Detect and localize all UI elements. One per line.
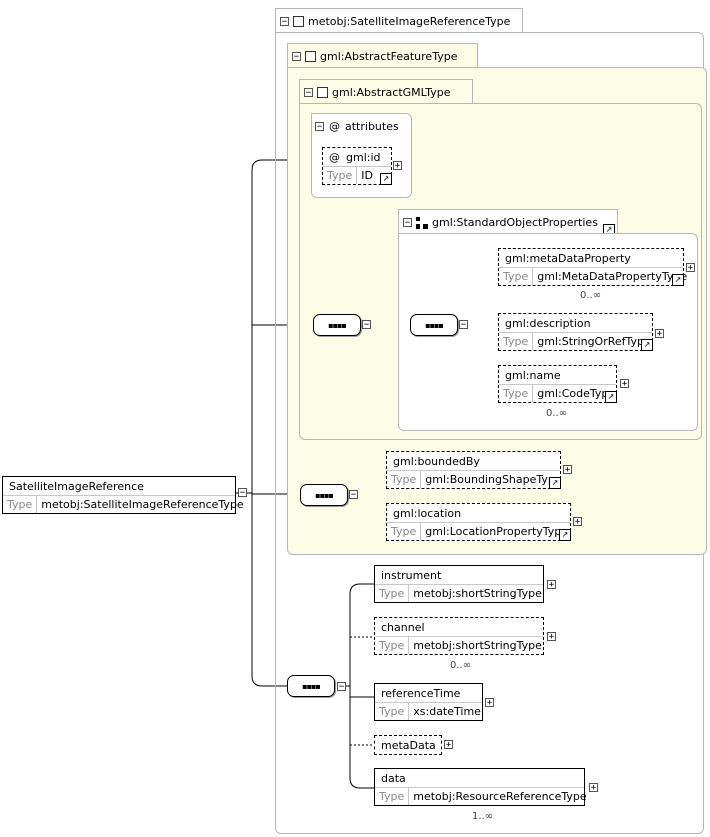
type-label: Type bbox=[323, 167, 358, 184]
expand-icon[interactable]: + bbox=[485, 698, 494, 708]
element-referencetime[interactable]: referenceTime Type xs:dateTime bbox=[374, 683, 483, 721]
complex-type-icon bbox=[317, 87, 328, 98]
cardinality: 0..∞ bbox=[546, 408, 568, 419]
element-name: referenceTime bbox=[381, 687, 461, 700]
element-metadata[interactable]: metaData bbox=[374, 735, 442, 755]
collapse-icon[interactable]: − bbox=[337, 682, 346, 692]
type-label: Type bbox=[375, 585, 410, 602]
expand-icon[interactable]: + bbox=[589, 783, 598, 793]
expand-icon[interactable]: + bbox=[563, 465, 572, 475]
type-value: xs:dateTime bbox=[413, 705, 481, 718]
expand-icon[interactable]: + bbox=[620, 379, 629, 389]
type-value: gml:BoundingShapeType bbox=[425, 473, 562, 486]
cardinality: 0..∞ bbox=[580, 290, 602, 301]
sequence-compositor[interactable]: ▪▪▪▪ bbox=[410, 314, 458, 336]
type-value: gml:MetaDataPropertyType bbox=[537, 270, 688, 283]
type-label: Type bbox=[375, 788, 410, 805]
collapse-icon[interactable]: − bbox=[315, 122, 324, 132]
collapse-icon[interactable]: − bbox=[304, 88, 313, 98]
element-name: gml:metaDataProperty bbox=[505, 252, 631, 265]
collapse-icon[interactable]: − bbox=[362, 320, 371, 330]
element-name: gml:boundedBy bbox=[393, 455, 480, 468]
cardinality: 1..∞ bbox=[472, 811, 494, 822]
at-icon: @ bbox=[329, 120, 340, 133]
type-label: Type bbox=[499, 385, 534, 402]
expand-icon[interactable]: + bbox=[444, 740, 453, 750]
at-icon: @ bbox=[329, 151, 340, 164]
element-data[interactable]: data Type metobj:ResourceReferenceType bbox=[374, 768, 587, 806]
element-name: gml:name bbox=[505, 369, 561, 382]
sequence-compositor[interactable]: ▪▪▪▪ bbox=[287, 675, 335, 697]
type-value: metobj:shortStringType bbox=[413, 587, 542, 600]
element-name: instrument bbox=[381, 569, 442, 582]
type-value: gml:CodeType bbox=[537, 387, 616, 400]
collapse-icon[interactable]: − bbox=[292, 52, 301, 62]
type-label: Type bbox=[387, 523, 422, 540]
element-metadataproperty[interactable]: gml:metaDataProperty Type gml:MetaDataPr… bbox=[498, 248, 687, 286]
type-label: Type bbox=[387, 471, 422, 488]
complex-type-tab[interactable]: − metobj:SatelliteImageReferenceType bbox=[275, 8, 523, 32]
link-icon[interactable]: ↗ bbox=[380, 173, 392, 185]
type-value: metobj:ResourceReferenceType bbox=[413, 790, 587, 803]
type-label: Type bbox=[375, 637, 410, 654]
element-name: channel bbox=[381, 621, 425, 634]
standard-props-tab[interactable]: − gml:StandardObjectProperties ↗ bbox=[398, 209, 618, 236]
link-icon[interactable]: ↗ bbox=[549, 477, 561, 489]
element-location[interactable]: gml:location Type gml:LocationPropertyTy… bbox=[386, 503, 571, 541]
link-icon[interactable]: ↗ bbox=[605, 391, 617, 403]
type-value: gml:StringOrRefType bbox=[537, 335, 651, 348]
attribute-name: gml:id bbox=[346, 151, 381, 164]
collapse-icon[interactable]: − bbox=[280, 17, 289, 27]
abstract-feature-title: gml:AbstractFeatureType bbox=[320, 50, 458, 63]
element-name: gml:location bbox=[393, 507, 462, 520]
element-name: gml:description bbox=[505, 317, 591, 330]
type-value: metobj:SatelliteImageReferenceType bbox=[41, 498, 244, 511]
standard-props-title: gml:StandardObjectProperties bbox=[432, 216, 598, 229]
type-label: Type bbox=[3, 496, 38, 513]
group-icon bbox=[416, 216, 428, 229]
expand-icon[interactable]: + bbox=[547, 632, 556, 642]
element-name: metaData bbox=[381, 739, 436, 752]
type-label: Type bbox=[375, 703, 410, 720]
attributes-title: attributes bbox=[345, 120, 399, 133]
element-gml-name[interactable]: gml:name Type gml:CodeType ↗ bbox=[498, 365, 617, 403]
element-channel[interactable]: channel Type metobj:shortStringType bbox=[374, 617, 544, 655]
type-value: ID bbox=[361, 169, 373, 182]
expand-icon[interactable]: + bbox=[686, 263, 695, 273]
collapse-icon[interactable]: − bbox=[349, 490, 358, 500]
expand-icon[interactable]: + bbox=[655, 329, 664, 339]
link-icon[interactable]: ↗ bbox=[559, 529, 571, 541]
complex-type-title: metobj:SatelliteImageReferenceType bbox=[308, 15, 511, 28]
cardinality: 0..∞ bbox=[450, 660, 472, 671]
collapse-icon[interactable]: − bbox=[459, 320, 468, 330]
complex-type-icon bbox=[293, 16, 304, 27]
element-name: data bbox=[381, 772, 406, 785]
element-description[interactable]: gml:description Type gml:StringOrRefType… bbox=[498, 313, 653, 351]
attribute-gml-id[interactable]: @ gml:id Type ID ↗ bbox=[322, 147, 392, 185]
element-name: SatelliteImageReference bbox=[9, 480, 144, 493]
sequence-compositor[interactable]: ▪▪▪▪ bbox=[300, 484, 348, 506]
expand-icon[interactable]: + bbox=[573, 517, 582, 527]
complex-type-icon bbox=[305, 51, 316, 62]
element-instrument[interactable]: instrument Type metobj:shortStringType bbox=[374, 565, 544, 603]
expand-icon[interactable]: + bbox=[547, 580, 556, 590]
sequence-compositor[interactable]: ▪▪▪▪ bbox=[313, 314, 361, 336]
collapse-icon[interactable]: − bbox=[403, 218, 412, 228]
expand-icon[interactable]: + bbox=[393, 161, 402, 171]
element-boundedby[interactable]: gml:boundedBy Type gml:BoundingShapeType… bbox=[386, 451, 562, 489]
collapse-icon[interactable]: − bbox=[238, 488, 247, 498]
abstract-gml-title: gml:AbstractGMLType bbox=[332, 86, 451, 99]
root-element[interactable]: SatelliteImageReference Type metobj:Sate… bbox=[2, 476, 244, 514]
abstract-gml-tab[interactable]: − gml:AbstractGMLType bbox=[299, 79, 473, 103]
type-label: Type bbox=[499, 333, 534, 350]
type-value: metobj:shortStringType bbox=[413, 639, 542, 652]
type-label: Type bbox=[499, 268, 534, 285]
link-icon[interactable]: ↗ bbox=[641, 339, 653, 351]
abstract-feature-tab[interactable]: − gml:AbstractFeatureType bbox=[287, 43, 478, 67]
type-value: gml:LocationPropertyType bbox=[425, 525, 569, 538]
link-icon[interactable]: ↗ bbox=[672, 274, 684, 286]
